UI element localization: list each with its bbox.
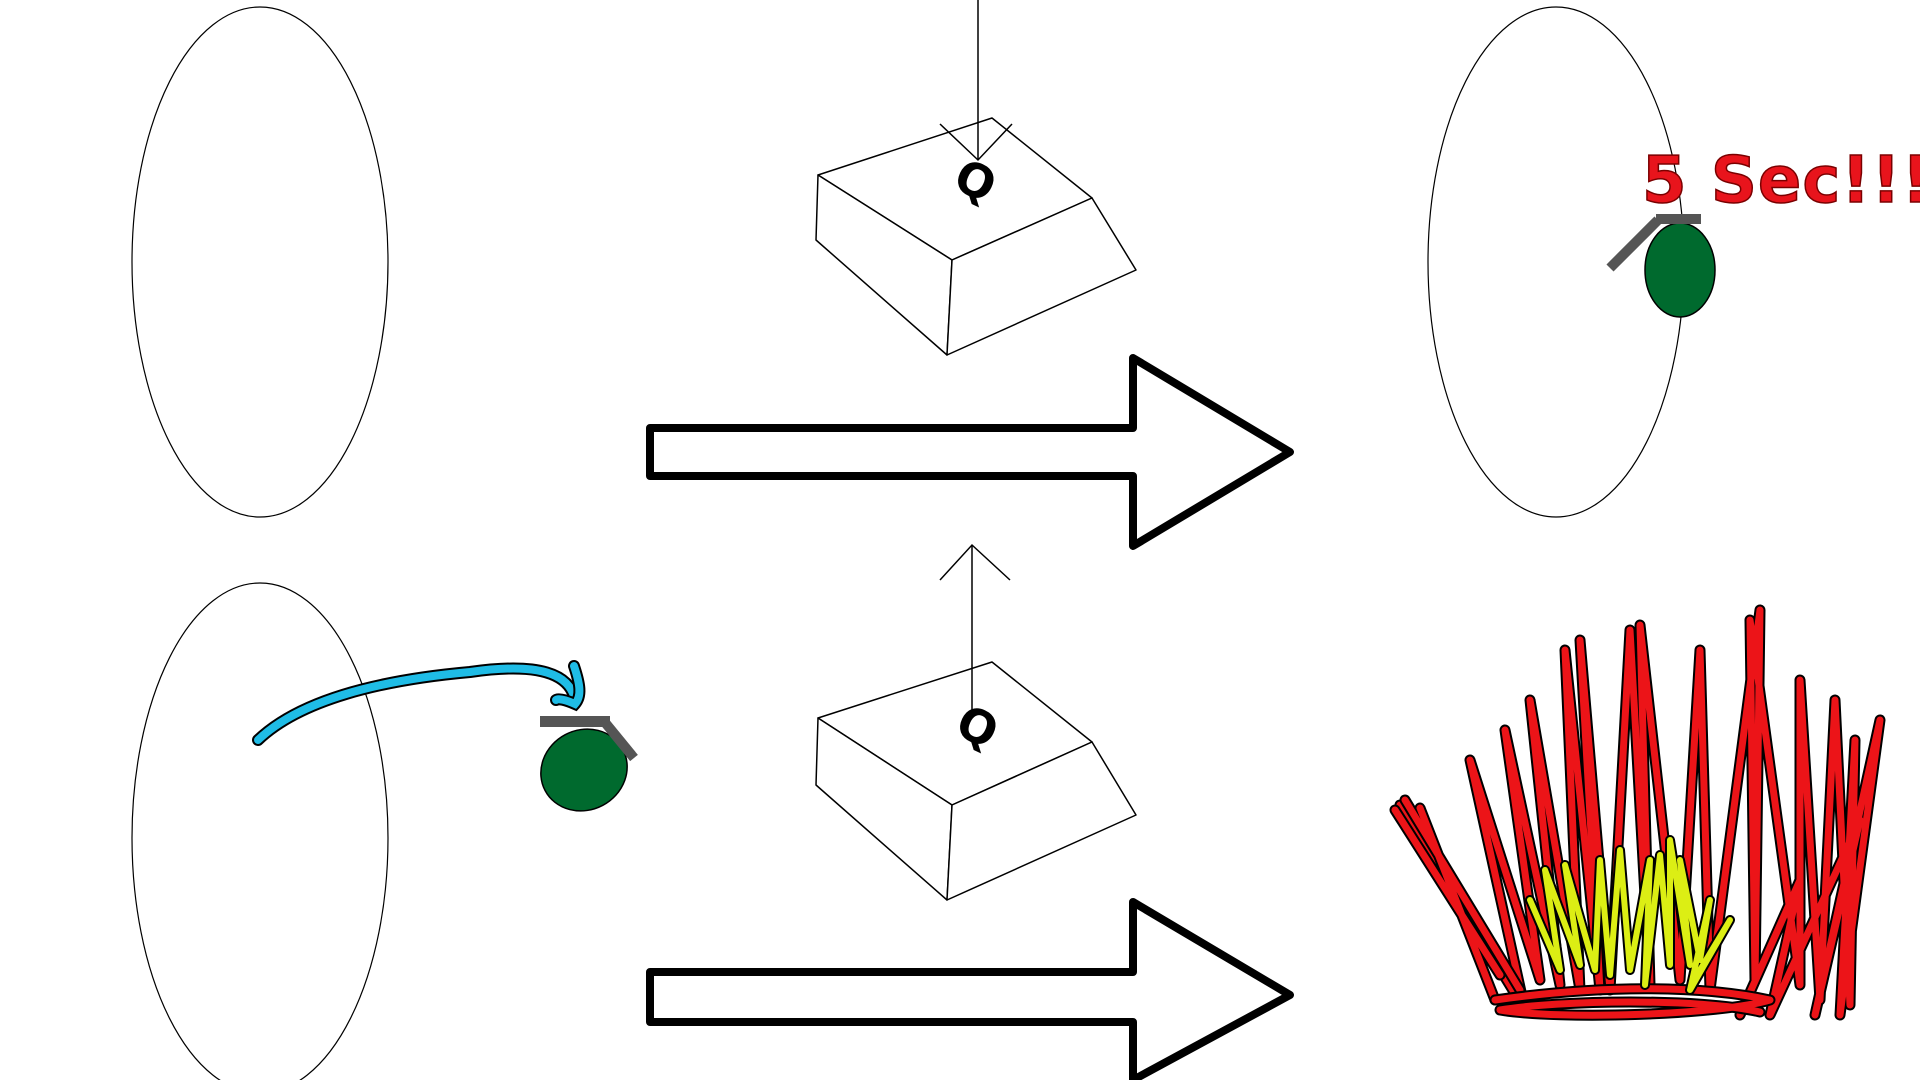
keyboard-key-released: Q [815, 543, 1137, 901]
keyboard-key-pressed: Q [815, 0, 1137, 356]
timer-text: 5 Sec!!! [1642, 144, 1920, 218]
keyboard-key-icon [815, 117, 1137, 356]
player-outline-bottom-left [131, 582, 389, 1080]
grenade-icon-thrown [540, 716, 638, 812]
keyboard-key-icon-2 [815, 661, 1137, 901]
explosion-icon [1389, 604, 1886, 1021]
player-outline-top-left [131, 6, 389, 518]
arrow-down-icon [939, 0, 1013, 162]
arrow-up-icon [939, 543, 1011, 718]
flow-arrow-bottom [646, 898, 1294, 1080]
grenade-icon [1606, 214, 1716, 318]
flow-arrow-top [646, 354, 1294, 550]
